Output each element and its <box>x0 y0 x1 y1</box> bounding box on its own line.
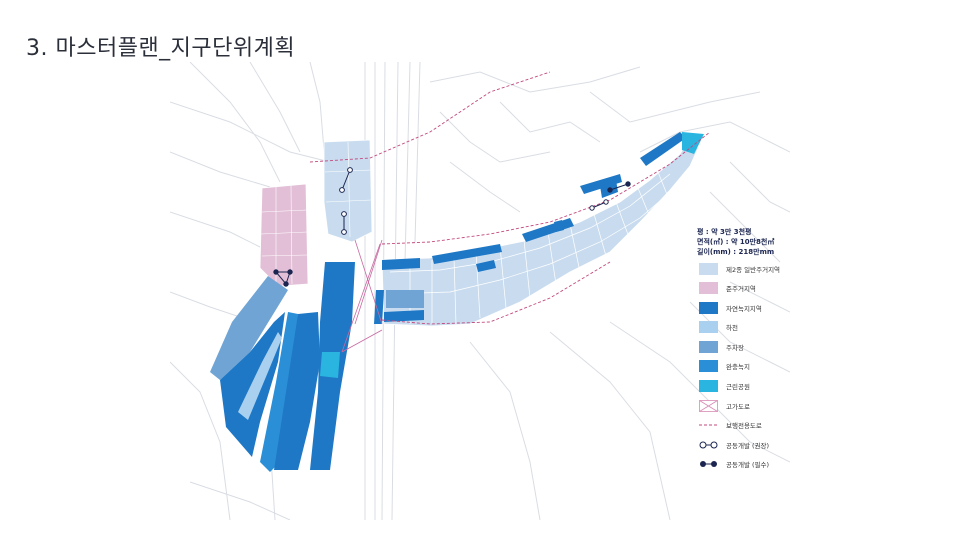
legend-item: 제2종 일반주거지역 <box>699 262 789 275</box>
legend-swatch-open-dots <box>699 441 718 449</box>
residential-north-block <box>323 139 373 243</box>
legend-label: 하천 <box>726 324 738 333</box>
neighborhood-park <box>320 352 340 378</box>
buffer-green-east-2 <box>432 244 502 264</box>
legend-item: 완충녹지 <box>699 360 789 373</box>
natural-green-west-2 <box>260 312 298 472</box>
legend-swatch-cross <box>699 399 718 412</box>
parking-west <box>210 276 288 380</box>
summary-area: 면적(㎡) : 약 10만8천㎡ <box>697 238 775 246</box>
legend-label: 준주거지역 <box>726 285 756 294</box>
buffer-green-mid <box>476 260 496 272</box>
legend-swatch <box>699 360 718 373</box>
natural-green-east-left <box>374 290 384 324</box>
buffer-green-east-4 <box>580 174 622 194</box>
buffer-green-east-1 <box>382 258 420 270</box>
legend-swatch <box>699 340 718 353</box>
legend-swatch <box>699 282 718 295</box>
map-legend: 제2종 일반주거지역 준주거지역 자연녹지지역 하천 주차장 완충녹지 근린공원… <box>699 262 789 478</box>
context-lines <box>170 62 790 520</box>
joint-dev-recommended <box>339 167 609 235</box>
slide-title: 3. 마스터플랜_지구단위계획 <box>26 36 296 61</box>
residential-east-grid <box>389 171 676 325</box>
legend-label: 완충녹지 <box>726 363 750 372</box>
legend-item: 자연녹지지역 <box>699 301 789 314</box>
legend-label: 주차장 <box>726 343 744 352</box>
legend-label: 공동개발 (필수) <box>726 461 770 470</box>
legend-item: 공동개발 (권장) <box>699 438 789 451</box>
stream-west <box>238 332 282 420</box>
legend-item: 준주거지역 <box>699 282 789 295</box>
legend-swatch <box>699 321 718 334</box>
masterplan-map <box>170 62 790 520</box>
legend-label: 근린공원 <box>726 383 750 392</box>
parking-east <box>386 290 424 308</box>
legend-label: 보행전용도로 <box>726 422 762 431</box>
legend-label: 제2종 일반주거지역 <box>726 265 781 274</box>
legend-item: 보행전용도로 <box>699 419 789 432</box>
legend-item: 주차장 <box>699 340 789 353</box>
buffer-green-small <box>554 220 564 232</box>
legend-swatch <box>699 380 718 393</box>
legend-item: 하천 <box>699 321 789 334</box>
natural-green-west-3 <box>274 312 320 470</box>
park-east-corner <box>682 132 704 154</box>
legend-label: 고가도로 <box>726 402 750 411</box>
legend-swatch <box>699 301 718 314</box>
legend-swatch-solid-dots <box>700 461 717 468</box>
legend-label: 자연녹지지역 <box>726 304 762 313</box>
semi-residential-grid <box>260 184 308 285</box>
semi-residential-zone <box>259 183 309 287</box>
legend-swatch-dash <box>699 424 718 426</box>
legend-swatch <box>699 262 718 275</box>
joint-dev-required <box>273 181 631 287</box>
legend-item: 공동개발 (필수) <box>699 458 789 471</box>
buffer-green-east-5 <box>640 132 686 166</box>
legend-item: 근린공원 <box>699 380 789 393</box>
summary-length: 길이(mm) : 218만mm <box>697 248 775 256</box>
natural-green-east-small <box>384 310 424 322</box>
summary-pyeong: 평 : 약 3만 3천평 <box>697 228 752 236</box>
elevated-road <box>341 239 383 353</box>
legend-label: 공동개발 (권장) <box>726 441 770 450</box>
area-summary: 평 : 약 3만 3천평 면적(㎡) : 약 10만8천㎡ 길이(mm) : 2… <box>697 227 774 257</box>
pedestrian-path <box>309 71 711 325</box>
legend-item: 고가도로 <box>699 399 789 412</box>
